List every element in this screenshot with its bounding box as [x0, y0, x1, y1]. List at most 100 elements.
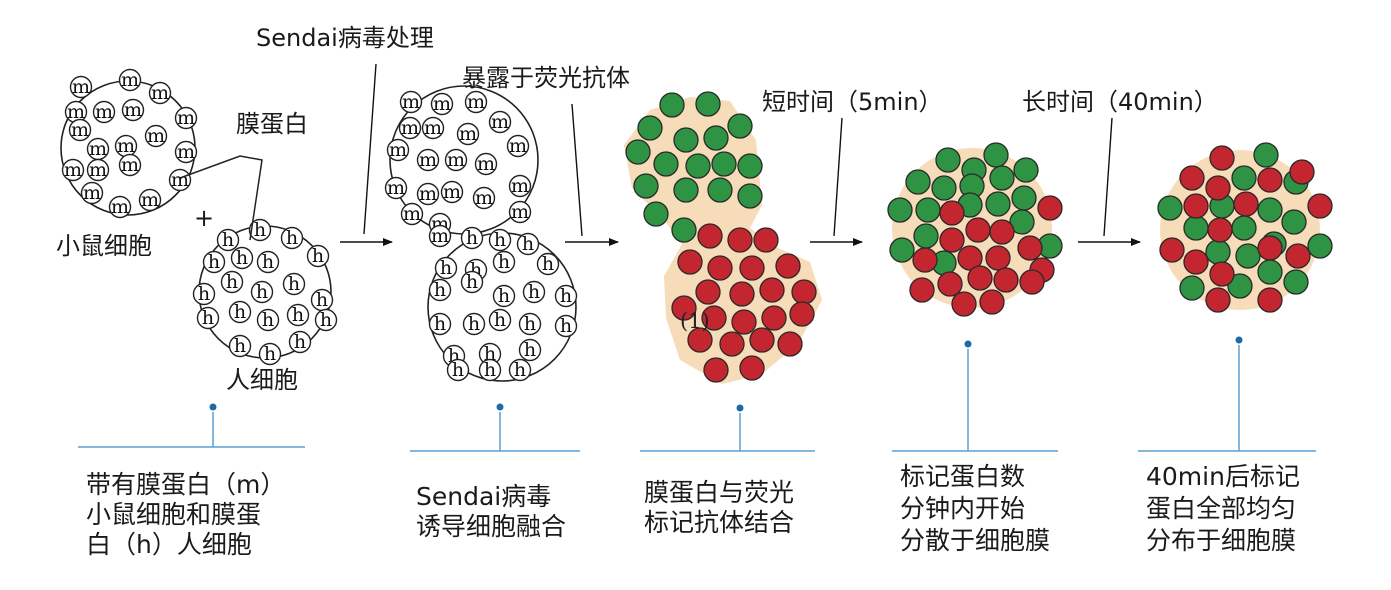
caption-pin-3 — [640, 404, 815, 452]
fused-protein: h — [554, 314, 578, 338]
svg-text:m: m — [419, 149, 437, 171]
fused-protein: m — [398, 116, 422, 140]
mouse-protein-m: m — [64, 100, 88, 124]
green-label-dot — [673, 127, 699, 153]
mouse-protein-m: m — [118, 153, 142, 177]
red-label-dot — [1209, 261, 1235, 287]
svg-text:h: h — [466, 271, 478, 293]
caption-1: 带有膜蛋白（m） 小鼠细胞和膜蛋 白（h）人细胞 — [86, 470, 285, 559]
svg-text:h: h — [542, 253, 554, 275]
green-label-dot — [913, 223, 939, 249]
svg-text:h: h — [236, 247, 248, 269]
red-label-dot — [739, 255, 765, 281]
green-label-dot — [711, 151, 737, 177]
red-label-dot — [1183, 193, 1209, 219]
red-label-dot — [979, 289, 1005, 315]
fused-protein: m — [416, 148, 440, 172]
red-label-dot — [951, 291, 977, 317]
fused-protein: m — [464, 90, 488, 114]
svg-text:m: m — [124, 99, 142, 121]
caption-4-line-2: 分钟内开始 — [900, 494, 1025, 523]
fused-protein: h — [508, 358, 532, 382]
fused-protein: h — [536, 252, 560, 276]
svg-text:m: m — [141, 189, 159, 211]
svg-text:h: h — [294, 331, 306, 353]
fused-protein: m — [386, 138, 410, 162]
green-label-dot — [983, 142, 1009, 168]
green-label-dot — [1283, 269, 1309, 295]
caption-pin-4 — [892, 340, 1058, 452]
green-label-dot — [889, 237, 915, 263]
human-protein-h: h — [220, 270, 244, 294]
red-label-dot — [1257, 167, 1283, 193]
green-label-dot — [1179, 275, 1205, 301]
svg-text:m: m — [424, 117, 442, 139]
caption-4-line-3: 分散于细胞膜 — [900, 526, 1050, 555]
red-label-dot — [695, 279, 721, 305]
green-label-dot — [653, 151, 679, 177]
svg-text:m: m — [389, 139, 407, 161]
caption-4-line-1: 标记蛋白数 — [900, 462, 1025, 491]
caption-5-line-2: 蛋白全部均匀 — [1146, 494, 1296, 523]
svg-text:h: h — [264, 343, 276, 365]
fully-mixed-cell — [1157, 142, 1333, 313]
fused-protein: h — [460, 270, 484, 294]
fused-protein: h — [434, 256, 458, 280]
svg-text:h: h — [522, 233, 534, 255]
red-label-dot — [939, 227, 965, 253]
caption-2: Sendai病毒 诱导细胞融合 — [416, 482, 566, 541]
fluorescent-exposure-label: 暴露于荧光抗体 — [462, 64, 630, 92]
human-protein-h: h — [248, 218, 272, 242]
mixed-proteins — [1157, 142, 1333, 313]
red-label-dot — [1207, 217, 1233, 243]
svg-text:h: h — [434, 313, 446, 335]
fused-protein: m — [472, 186, 496, 210]
mouse-protein-m: m — [148, 81, 172, 105]
svg-text:h: h — [440, 257, 452, 279]
green-label-dot — [1227, 273, 1253, 299]
mouse-protein-m: m — [69, 75, 93, 99]
red-label-dot — [993, 267, 1019, 293]
marker-1: (1) — [680, 309, 710, 333]
mouse-protein-m: m — [168, 168, 192, 192]
svg-text:h: h — [484, 359, 496, 381]
membrane-protein-label: 膜蛋白 — [236, 110, 308, 138]
caption-4: 标记蛋白数 分钟内开始 分散于细胞膜 — [900, 462, 1050, 555]
human-protein-h: h — [228, 334, 252, 358]
svg-text:h: h — [316, 289, 328, 311]
fused-protein: m — [488, 110, 512, 134]
caption-3-line-2: 标记抗体结合 — [644, 508, 794, 537]
red-label-dot — [729, 281, 755, 307]
svg-text:m: m — [89, 138, 107, 160]
green-label-dot — [625, 139, 651, 165]
fused-protein: m — [444, 148, 468, 172]
red-label-dot — [697, 223, 723, 249]
svg-text:m: m — [117, 135, 135, 157]
fused-protein: h — [462, 312, 486, 336]
green-label-dot — [1231, 215, 1257, 241]
svg-text:h: h — [466, 227, 478, 249]
svg-text:h: h — [198, 283, 210, 305]
green-label-dot — [1281, 209, 1307, 235]
red-label-dot — [1019, 269, 1045, 295]
sendai-pointer — [363, 63, 377, 235]
fused-protein: m — [428, 224, 452, 248]
red-label-dot — [1205, 175, 1231, 201]
svg-text:h: h — [434, 279, 446, 301]
svg-text:h: h — [528, 281, 540, 303]
green-label-dot — [737, 153, 763, 179]
green-label-dot — [707, 177, 733, 203]
red-label-dot — [687, 327, 713, 353]
mixing-proteins — [887, 142, 1063, 317]
mouse-protein-m: m — [118, 68, 142, 92]
svg-text:m: m — [491, 111, 509, 133]
red-label-dot — [937, 271, 963, 297]
green-label-dot — [703, 125, 729, 151]
red-label-dot — [1257, 287, 1283, 313]
red-label-dot — [1205, 287, 1231, 313]
red-label-dot — [753, 227, 779, 253]
fused-protein: h — [460, 226, 484, 250]
svg-text:h: h — [288, 273, 300, 295]
